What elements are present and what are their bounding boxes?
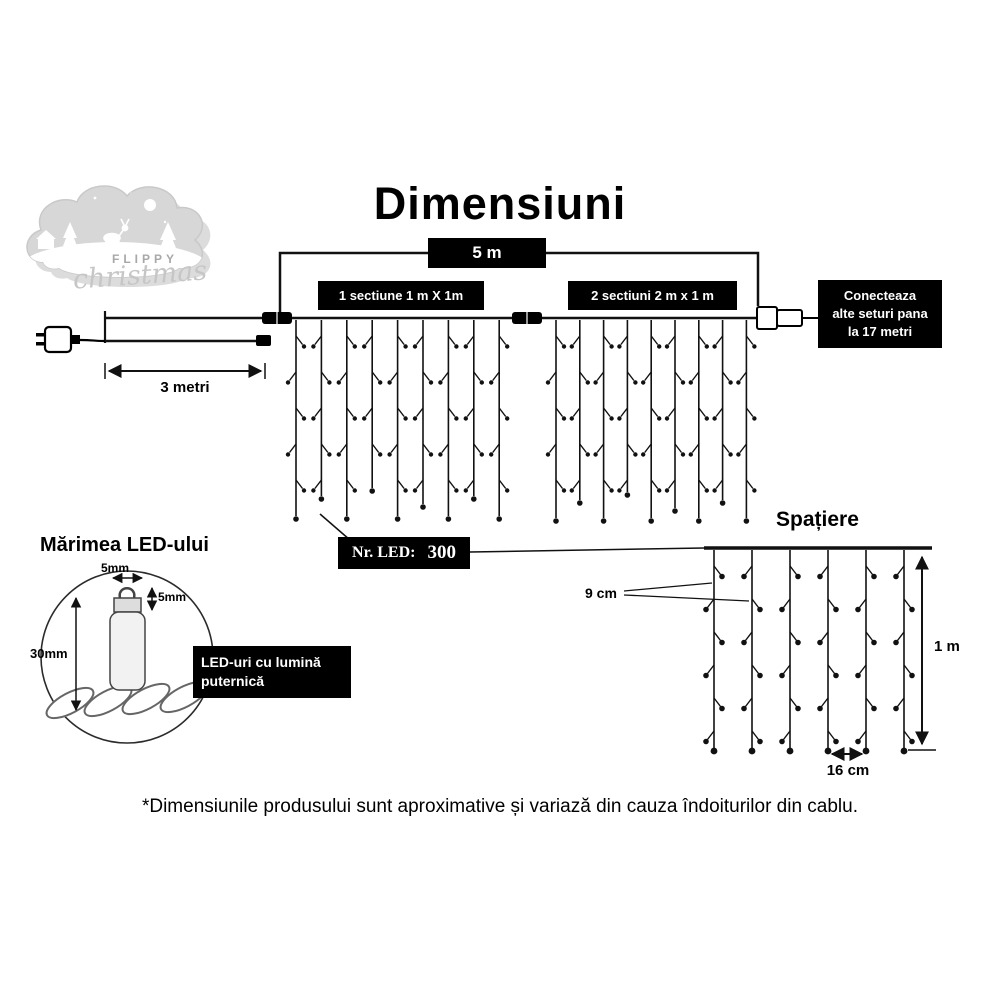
spacing-9cm-label: 9 cm [585, 585, 617, 601]
disclaimer-text: *Dimensiunile produsului sunt aproximati… [141, 796, 859, 817]
page-title: Dimensiuni [373, 178, 627, 229]
connect-line2: alte seturi pana [832, 305, 928, 321]
logo-cloud-icon [26, 185, 211, 287]
led-count-label: Nr. LED: [352, 544, 416, 561]
connect-note-box: Conecteaza alte seturi pana la 17 metri [818, 280, 942, 348]
logo-winter-scene [26, 190, 203, 277]
led-count-value: 300 [427, 542, 456, 563]
connect-line3: la 17 metri [847, 324, 913, 340]
deer-silhouette [103, 218, 130, 250]
rope-cable-icon [45, 680, 209, 720]
spacing-16cm-label: 16 cm [826, 762, 870, 779]
led-height-label: 30mm [30, 646, 68, 661]
section1-box: 1 sectiune 1 m X 1m [318, 281, 484, 310]
led-width-label: 5mm [101, 561, 130, 575]
led-note-box: LED-uri cu lumină puternică [193, 646, 351, 698]
led-count-box: Nr. LED: 300 [338, 537, 470, 569]
curtain-lights [285, 320, 915, 755]
led-bulb-icon [109, 587, 146, 691]
section2-box: 2 sectiuni 2 m x 1 m [568, 281, 737, 310]
connect-line1: Conecteaza [843, 287, 917, 303]
led-note-line1: LED-uri cu lumină [201, 654, 321, 671]
spacing-curtain [703, 550, 915, 755]
lead-length-label: 3 metri [160, 379, 210, 396]
led-head-label: 5mm [158, 590, 187, 604]
lead-connector [256, 335, 271, 346]
led-note-line2: puternică [201, 673, 265, 689]
curtain-section-2 [545, 320, 757, 524]
total-width-box: 5 m [428, 238, 546, 268]
logo-brand-top: FLIPPY [111, 252, 178, 266]
pointer-9cm-a [623, 582, 713, 592]
end-connector-icon [756, 306, 818, 330]
led-size-heading: Mărimea LED-ului [40, 534, 209, 556]
pointer-line-spacing [469, 547, 705, 553]
pointer-9cm-b [623, 594, 750, 602]
curtain-section-1 [285, 320, 510, 522]
power-adapter-icon [36, 325, 106, 354]
pointer-line-led-box [319, 513, 351, 541]
spacing-heading: Spațiere [776, 508, 859, 531]
spacing-1m-label: 1 m [934, 638, 960, 655]
